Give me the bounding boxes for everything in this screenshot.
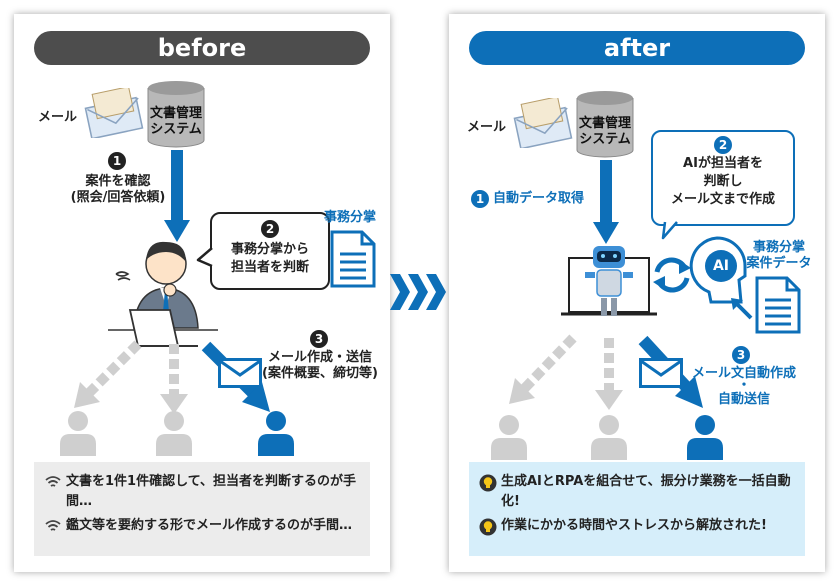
mail-envelope-icon [513, 98, 575, 148]
step1-number: 1 [471, 190, 489, 208]
step2-text-1: AIが担当者を [683, 156, 763, 171]
mail-send-icon [218, 358, 262, 388]
doc-label-1: 事務分掌 [752, 240, 805, 255]
step3-text-1: メール文自動作成 [691, 366, 796, 381]
step1-arrow [593, 160, 619, 244]
step3-text-2: (案件概要、締切等) [262, 366, 378, 381]
person-icon-2 [589, 414, 629, 460]
sigh-icon [44, 474, 62, 490]
before-note: 文書を1件1件確認して、担当者を判断するのが手間… 鑑文等を要約する形でメール作… [34, 462, 370, 556]
system-label-2: システム [150, 122, 202, 137]
transition-chevrons [390, 274, 446, 310]
note-text-2: 作業にかかる時間やストレスから解放された! [501, 518, 767, 533]
input-arrow [731, 298, 753, 320]
note-line-1: 文書を1件1件確認して、担当者を判断するのが手間… [44, 472, 360, 512]
person-icon-3 [256, 410, 296, 456]
lightbulb-icon [479, 518, 497, 536]
document-icon [330, 230, 376, 288]
person-icon-3 [685, 414, 725, 460]
robot-icon [561, 246, 657, 316]
step2-number: 2 [261, 220, 279, 238]
note-text-1: 生成AIとRPAを組合せて、振分け業務を一括自動化! [501, 474, 791, 509]
step1-text-2: (照会/回答依頼) [70, 190, 166, 205]
note-text-2: 鑑文等を要約する形でメール作成するのが手間… [66, 518, 353, 533]
note-line-2: 作業にかかる時間やストレスから解放された! [479, 516, 795, 536]
step3-number: 3 [732, 346, 750, 364]
sigh-icon [44, 518, 62, 534]
ai-label: AI [712, 258, 730, 274]
document-icon [755, 276, 801, 334]
note-line-2: 鑑文等を要約する形でメール作成するのが手間… [44, 516, 360, 536]
sync-arrows-icon [653, 257, 691, 293]
step3-number: 3 [310, 330, 328, 348]
step1-text: 自動データ取得 [493, 191, 585, 206]
step1-text-1: 案件を確認 [85, 174, 151, 189]
mail-send-icon [639, 358, 683, 388]
step1-number: 1 [108, 152, 126, 170]
before-panel: before メール 文書管理 システム 1 案件を確認 (照会/回答依頼) 2… [14, 14, 390, 572]
system-label-1: 文書管理 [578, 116, 631, 131]
after-panel: after メール 文書管理 システム 1 自動データ取得 2 AIが担当者を … [449, 14, 825, 572]
note-line-1: 生成AIとRPAを組合せて、振分け業務を一括自動化! [479, 472, 795, 512]
step3-text-3: 自動送信 [717, 392, 770, 407]
step2-number: 2 [714, 136, 732, 154]
after-title: after [469, 31, 805, 65]
person-icon-1 [489, 414, 529, 460]
distribution-arrows [509, 334, 703, 410]
worker-illustration [108, 241, 218, 347]
step2-text-2: 担当者を判断 [230, 260, 309, 275]
mail-label: メール [467, 120, 507, 135]
system-label-1: 文書管理 [149, 106, 202, 121]
before-title: before [34, 31, 370, 65]
ai-brain-icon [689, 236, 747, 304]
note-text-1: 文書を1件1件確認して、担当者を判断するのが手間… [66, 474, 357, 509]
bubble-tail [196, 247, 213, 268]
duty-doc-label: 事務分掌 [324, 210, 377, 225]
system-label-2: システム [579, 132, 631, 147]
step1-arrow [164, 150, 190, 242]
step2-text-3: メール文まで作成 [670, 192, 775, 207]
person-icon-1 [58, 410, 98, 456]
mail-envelope-icon [84, 88, 146, 138]
step2-text-1: 事務分掌から [230, 242, 309, 257]
person-icon-2 [154, 410, 194, 456]
step2-text-2: 判断し [703, 174, 743, 189]
after-note: 生成AIとRPAを組合せて、振分け業務を一括自動化! 作業にかかる時間やストレス… [469, 462, 805, 556]
step3-text-2: ・ [737, 378, 751, 393]
lightbulb-icon [479, 474, 497, 492]
step3-text-1: メール作成・送信 [267, 350, 372, 365]
bubble-tail [661, 221, 678, 240]
mail-label: メール [38, 110, 78, 125]
doc-label-2: 案件データ [746, 256, 812, 271]
